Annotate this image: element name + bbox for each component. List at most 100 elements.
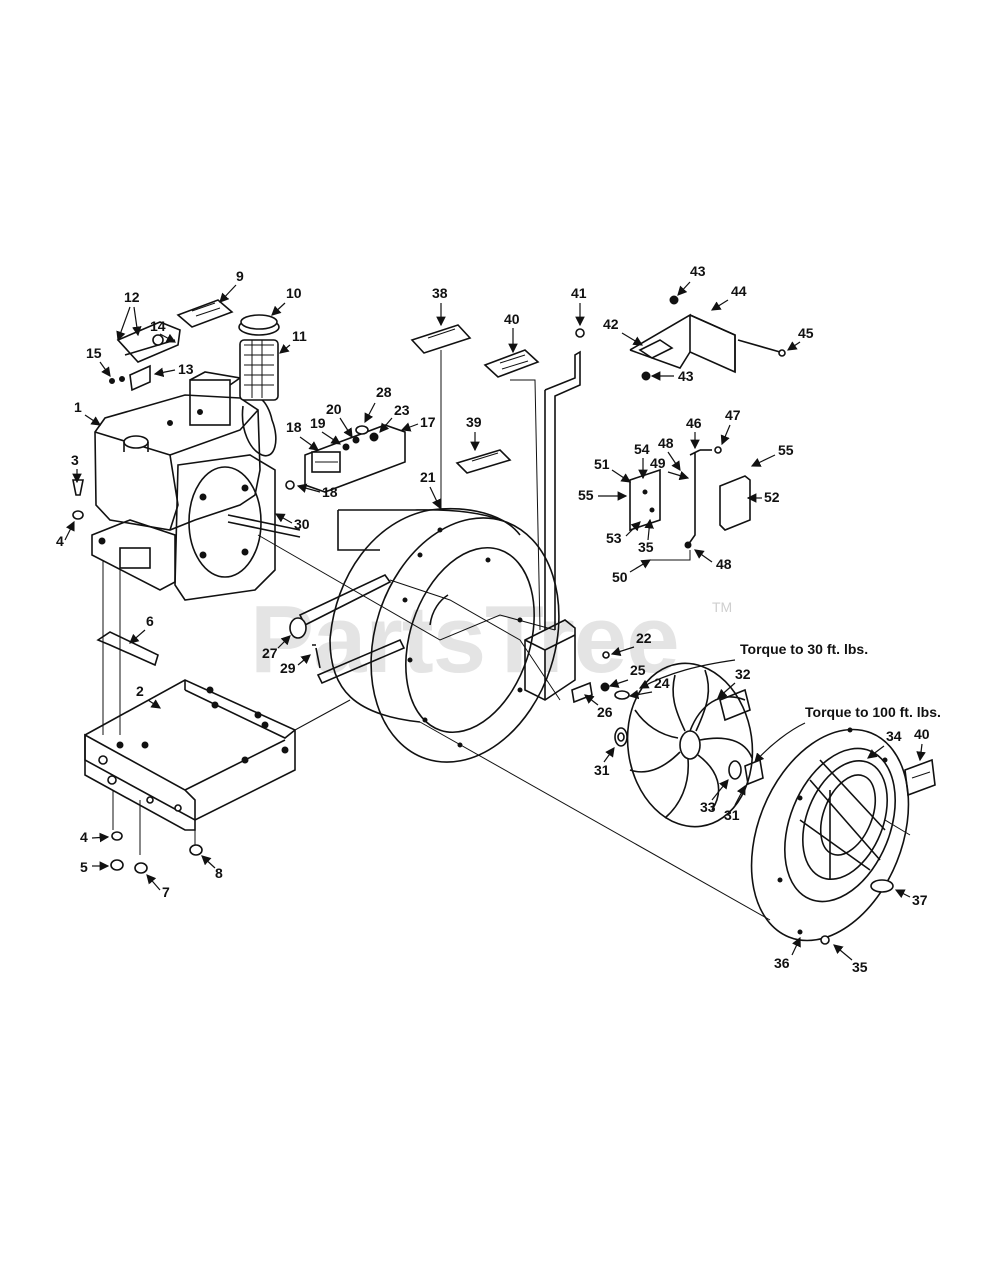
callout-54: 54: [634, 441, 650, 457]
base-frame: [84, 379, 771, 921]
control-bracket: [285, 424, 406, 493]
leader-22: [610, 646, 635, 657]
leader-7: [146, 874, 161, 891]
clamp-10: [240, 314, 278, 330]
watermark: PartsTree: [250, 586, 679, 693]
callout-17: 17: [420, 414, 436, 430]
torque-note-30: Torque to 30 ft. lbs.: [740, 641, 868, 657]
callout-14: 14: [150, 318, 166, 334]
callout-10: 10: [286, 285, 302, 301]
callout-42: 42: [603, 316, 619, 332]
leader-33: [711, 779, 729, 801]
callout-50: 50: [612, 569, 628, 585]
callout-6: 6: [146, 613, 154, 629]
leader-13: [153, 367, 176, 378]
leader-23: [379, 417, 393, 433]
leader-21: [429, 486, 441, 510]
hub-hardware: [571, 651, 630, 747]
leader-44: [710, 299, 729, 311]
leader-2: [147, 699, 161, 709]
callout-20: 20: [326, 401, 342, 417]
leader-47: [720, 424, 731, 446]
decal-9: [176, 299, 234, 328]
callout-41: 41: [571, 285, 587, 301]
callout-12: 12: [124, 289, 140, 305]
leader-35a: [644, 518, 654, 541]
callout-55b: 55: [778, 442, 794, 458]
callout-31a: 31: [594, 762, 610, 778]
line-50: [650, 550, 691, 561]
leader-51: [611, 469, 631, 483]
callout-40b: 40: [914, 726, 930, 742]
leader-4b: [91, 832, 110, 843]
callout-44: 44: [731, 283, 747, 299]
callout-22: 22: [636, 630, 652, 646]
callout-48a: 48: [658, 435, 674, 451]
callout-34: 34: [886, 728, 902, 744]
blower-housing: [329, 507, 560, 763]
callout-46: 46: [686, 415, 702, 431]
leader-42: [621, 332, 644, 346]
callout-4a: 4: [56, 533, 64, 549]
leader-36: [791, 936, 801, 956]
callout-7: 7: [162, 884, 170, 900]
leader-12b: [132, 306, 142, 337]
callout-43b: 43: [678, 368, 694, 384]
callout-24: 24: [654, 675, 670, 691]
callout-49: 49: [650, 455, 666, 471]
callout-51: 51: [594, 456, 610, 472]
chute-lever: [629, 446, 751, 549]
leader-29: [297, 654, 311, 666]
mount-rails: [289, 573, 406, 685]
watermark-trademark: TM: [712, 599, 732, 615]
leader-43a: [677, 281, 691, 296]
callout-55a: 55: [578, 487, 594, 503]
leader-14: [159, 333, 177, 343]
callout-27: 27: [262, 645, 278, 661]
callout-13: 13: [178, 361, 194, 377]
leader-10: [271, 302, 286, 316]
leader-6: [129, 629, 146, 644]
engine: [91, 318, 301, 601]
callout-35a: 35: [638, 539, 654, 555]
leader-53: [625, 521, 641, 537]
leader-8: [201, 855, 216, 869]
leader-55b: [750, 454, 776, 467]
callout-37: 37: [912, 892, 928, 908]
leader-17: [400, 422, 419, 432]
leader-25: [608, 678, 629, 688]
callout-23: 23: [394, 402, 410, 418]
callout-38: 38: [432, 285, 448, 301]
leader-9: [219, 284, 237, 303]
callouts: 1 2 3 4 4 5 6 7 8 9 10 11 12 13 14 15 17…: [56, 263, 930, 975]
impeller: [626, 662, 764, 828]
callout-8: 8: [215, 865, 223, 881]
leader-48b: [694, 549, 713, 563]
leader-48a: [667, 451, 681, 471]
callout-21: 21: [420, 469, 436, 485]
callout-1: 1: [74, 399, 82, 415]
leader-30: [274, 513, 293, 524]
leader-26: [584, 694, 599, 706]
callout-26: 26: [597, 704, 613, 720]
callout-53: 53: [606, 530, 622, 546]
callout-47: 47: [725, 407, 741, 423]
leader-12a: [116, 306, 131, 342]
leader-24: [628, 689, 653, 700]
leader-31b: [734, 784, 746, 806]
callout-19: 19: [310, 415, 326, 431]
throttle-bracket: [109, 321, 181, 392]
callout-4b: 4: [80, 829, 88, 845]
callout-52: 52: [764, 489, 780, 505]
leader-50: [629, 559, 652, 573]
bolt-41: [575, 328, 585, 338]
callout-39: 39: [466, 414, 482, 430]
leader-32: [717, 682, 736, 699]
nut-43a: [669, 295, 679, 305]
torque-100-leader: [754, 722, 806, 763]
leader-1: [84, 414, 101, 426]
callout-29: 29: [280, 660, 296, 676]
callout-45: 45: [798, 325, 814, 341]
callout-30: 30: [294, 516, 310, 532]
